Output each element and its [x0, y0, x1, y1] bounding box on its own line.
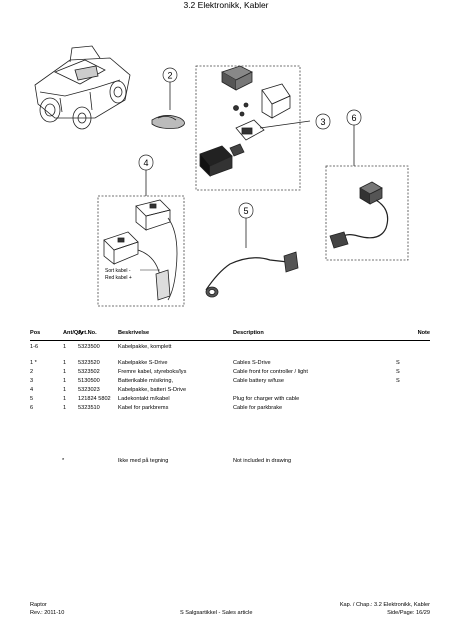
cell-pos: 2: [30, 369, 34, 375]
cell-pos: 3: [30, 378, 34, 384]
cell-qty: 1: [63, 344, 67, 350]
cell-qty: 1: [63, 387, 67, 393]
cell-beskrivelse: Kabelpakke S-Drive: [118, 360, 168, 366]
cell-qty: 1: [63, 360, 67, 366]
cell-qty: 1: [63, 369, 67, 375]
cell-description: Cable battery w/fuse: [233, 378, 284, 384]
callout-5: 5: [238, 202, 254, 219]
cell-beskrivelse: Kabelpakke, komplett: [118, 344, 172, 350]
table-row: 5 1 121824 5802 Ladekontakt m/kabel Plug…: [30, 396, 430, 405]
table-row: 1 * 1 5323520 Kabelpakke S-Drive Cables …: [30, 360, 430, 369]
cell-artno: 121824 5802: [78, 396, 111, 402]
footer-page-number: Side/Page: 16/29: [387, 610, 430, 616]
callout-3: 3: [315, 113, 331, 130]
cell-pos: 1-6: [30, 344, 39, 350]
cell-pos: 1 *: [30, 360, 37, 366]
svg-text:4: 4: [143, 158, 148, 168]
part-3-battery-cable-group: [195, 65, 311, 191]
cell-note: S: [396, 378, 400, 384]
parts-table-header: Pos Ant/Qty Art.No. Beskrivelse Descript…: [30, 328, 430, 341]
cable-label-black: Sort kabel -: [105, 268, 131, 274]
part-4-battery-cable-kit: [97, 170, 185, 307]
page-footer: Raptor Kap. / Chap.: 3.2 Elektronikk, Ka…: [30, 602, 430, 618]
cell-pos: 6: [30, 405, 34, 411]
col-artno-header: Art.No.: [78, 330, 97, 336]
footnote-description: Not included in drawing: [233, 458, 292, 464]
cell-artno: 5323520: [78, 360, 100, 366]
cell-artno: 5323502: [78, 369, 100, 375]
cell-beskrivelse: Kabelpakke, batteri S-Drive: [118, 387, 187, 393]
callout-4: 4: [138, 154, 154, 171]
cell-description: Cable for parkbrake: [233, 405, 283, 411]
svg-text:3: 3: [320, 117, 325, 127]
part-6-parkbrake-cable-group: [325, 125, 409, 261]
cell-note: S: [396, 369, 400, 375]
table-row: 6 1 5323510 Kabel for parkbrems Cable fo…: [30, 405, 430, 414]
callout-2: 2: [162, 67, 178, 83]
footer-product: Raptor: [30, 602, 47, 608]
callout-6: 6: [346, 109, 362, 126]
table-row: 1-6 1 5323500 Kabelpakke, komplett: [30, 344, 430, 353]
col-note-header: Note: [417, 330, 430, 336]
footnote-beskrivelse: Ikke med på tegning: [118, 458, 169, 464]
cell-pos: 4: [30, 387, 34, 393]
cable-label-red: Red kabel +: [105, 275, 132, 281]
footer-revision: Rev.: 2011-10: [30, 610, 65, 616]
table-row: 3 1 5130500 Batterikable m/sikring, Cabl…: [30, 378, 430, 387]
col-description-header: Description: [233, 330, 264, 336]
svg-text:5: 5: [243, 206, 248, 216]
footnote-marker: *: [62, 458, 65, 464]
footer-legend: S Salgsartikkel - Sales article: [180, 610, 253, 616]
table-row: 2 1 5323502 Fremre kabel, styreboks/lys …: [30, 369, 430, 378]
cell-description: Cable front for controller / light: [233, 369, 308, 375]
exploded-parts-diagram: 2 3 4 5 6 Sort kabel - Red kabel +: [34, 45, 409, 307]
cell-qty: 1: [63, 405, 67, 411]
footer-chapter: Kap. / Chap.: 3.2 Elektronikk, Kabler: [339, 602, 430, 608]
part-5-charger-plug: [205, 218, 299, 298]
cell-note: S: [396, 360, 400, 366]
cell-qty: 1: [63, 396, 67, 402]
page-title: 3.2 Elektronikk, Kabler: [183, 0, 269, 10]
cell-artno: 5130500: [78, 378, 100, 384]
cell-description: Plug for charger with cable: [233, 396, 300, 402]
cell-beskrivelse: Batterikable m/sikring,: [118, 378, 174, 384]
cell-artno: 5323510: [78, 405, 100, 411]
footnote-row: * Ikke med på tegning Not included in dr…: [30, 458, 430, 467]
cell-beskrivelse: Kabel for parkbrems: [118, 405, 169, 411]
cell-beskrivelse: Fremre kabel, styreboks/lys: [118, 369, 187, 375]
svg-text:6: 6: [351, 113, 356, 123]
cell-qty: 1: [63, 378, 67, 384]
col-pos-header: Pos: [30, 330, 41, 336]
cell-artno: 5323023: [78, 387, 100, 393]
svg-text:2: 2: [167, 71, 172, 81]
cell-beskrivelse: Ladekontakt m/kabel: [118, 396, 170, 402]
vehicle-illustration: [34, 45, 131, 130]
col-qty-header: Ant/Qty: [63, 330, 84, 336]
cell-artno: 5323500: [78, 344, 100, 350]
cell-description: Cables S-Drive: [233, 360, 271, 366]
part-2-front-cable: [151, 82, 185, 129]
table-row: 4 1 5323023 Kabelpakke, batteri S-Drive: [30, 387, 430, 396]
cell-pos: 5: [30, 396, 34, 402]
col-beskrivelse-header: Beskrivelse: [118, 330, 150, 336]
